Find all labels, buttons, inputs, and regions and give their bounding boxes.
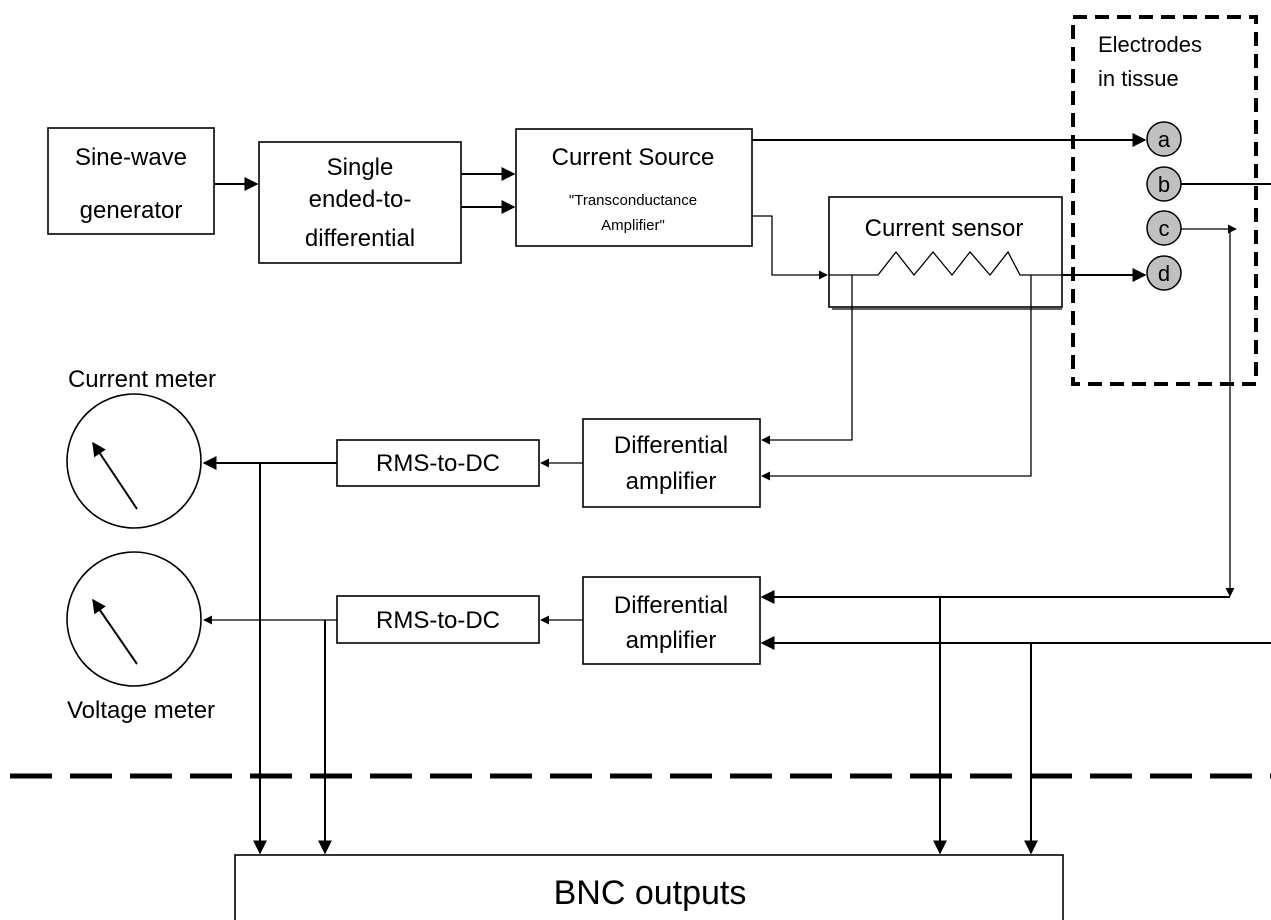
diff-amp-1-label-2: amplifier [626,468,717,495]
rms-to-dc-2-block: RMS-to-DC [336,595,540,644]
voltage-meter-dial-icon [66,551,202,687]
electrodes-in-tissue-group: Electrodes in tissue a b c d [1071,15,1258,386]
electrode-d-icon [1146,255,1182,291]
electrode-c-icon [1146,210,1182,246]
rms-to-dc-1-block: RMS-to-DC [336,439,540,487]
electrode-c-label: c [1159,216,1170,241]
single-ended-to-differential-block: Single ended-to- differential [258,141,462,264]
se2d-label-3: differential [305,225,415,252]
differential-amplifier-1-block: Differential amplifier [582,418,761,508]
diff-amp-1-label-1: Differential [614,432,728,459]
electrode-a-icon [1146,121,1182,157]
current-sensor-block: Current sensor [828,196,1063,310]
wire-cs-to-sensor [752,215,828,280]
electrode-d-label: d [1158,261,1170,286]
bnc-outputs-block: BNC outputs [234,854,1064,920]
voltage-meter-needle-icon [92,598,138,665]
current-meter-needle-icon [92,441,138,510]
current-source-subtitle-1: "Transconductance [569,192,697,209]
current-source-subtitle-2: Amplifier" [601,217,665,234]
wires [202,133,1271,855]
sine-wave-generator-block: Sine-wave generator [47,127,215,235]
differential-amplifier-2-block: Differential amplifier [582,576,761,665]
sine-wave-label-1: Sine-wave [75,144,187,171]
rms-to-dc-1-label: RMS-to-DC [376,450,500,477]
current-meter-label: Current meter [68,366,216,393]
resistor-icon [829,250,1062,277]
voltage-meter-label: Voltage meter [67,697,215,724]
wire-sensor-tap-2 [761,275,1032,481]
electrode-a-label: a [1158,127,1171,152]
current-meter-dial-icon [66,393,202,529]
current-sensor-title: Current sensor [865,215,1024,242]
electrodes-title-1: Electrodes [1098,32,1202,57]
bnc-outputs-label: BNC outputs [554,874,747,912]
sine-wave-label-2: generator [80,197,183,224]
diff-amp-2-label-2: amplifier [626,627,717,654]
diff-amp-2-label-1: Differential [614,592,728,619]
electrodes-dashed-border [1071,15,1258,386]
wire-sensor-tap-1 [761,275,853,445]
electrode-b-label: b [1158,172,1170,197]
se2d-label-2: ended-to- [309,186,412,213]
current-meter: Current meter [66,366,216,529]
electrodes-title-2: in tissue [1098,66,1179,91]
current-source-block: Current Source "Transconductance Amplifi… [515,128,753,247]
voltage-meter: Voltage meter [66,551,215,724]
current-source-title: Current Source [552,144,715,171]
se2d-label-1: Single [327,154,394,181]
rms-to-dc-2-label: RMS-to-DC [376,607,500,634]
